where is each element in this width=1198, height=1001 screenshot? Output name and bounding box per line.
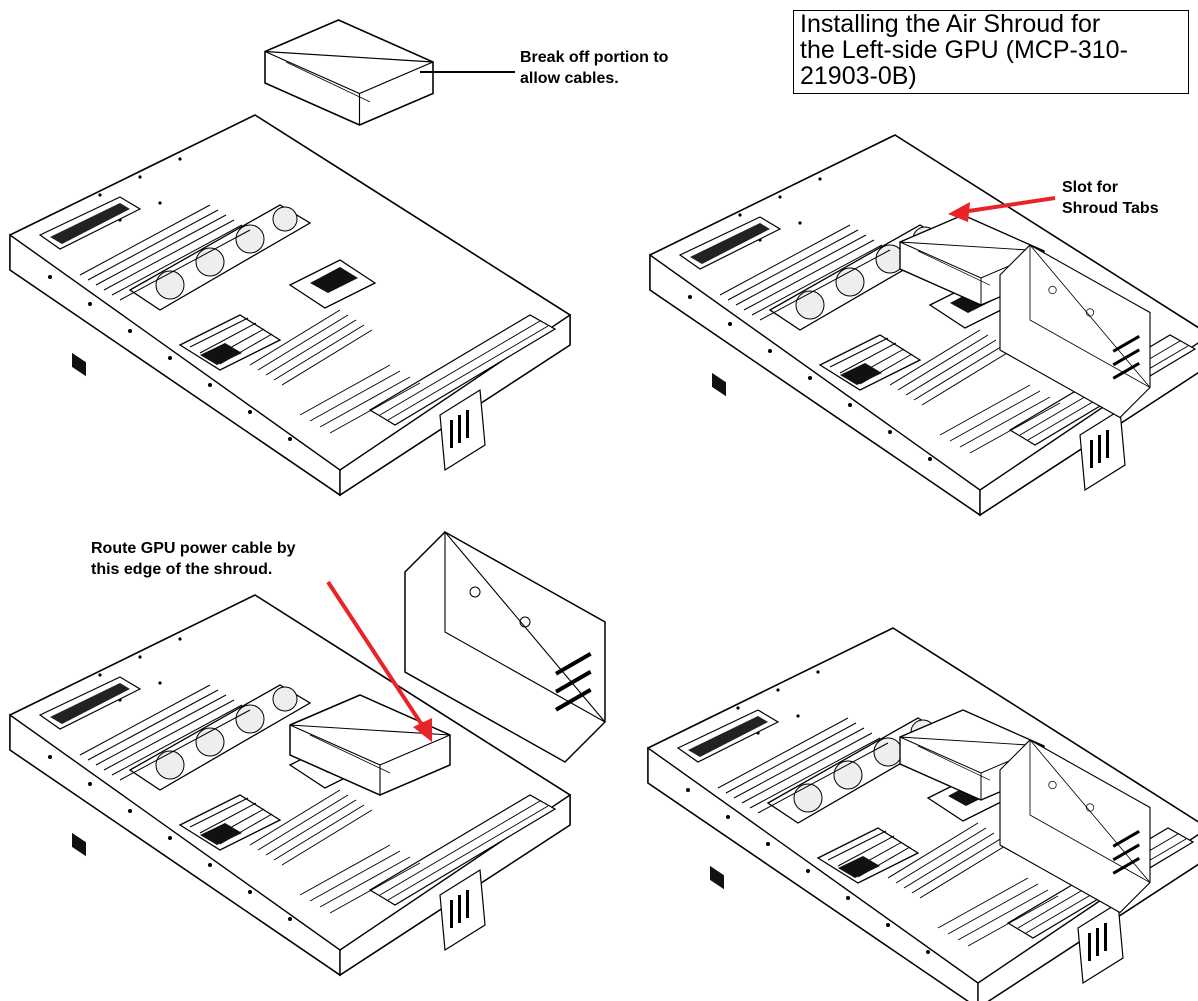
diagram-title: Installing the Air Shroud for the Left-s… <box>793 10 1189 94</box>
slot-callout: Slot for Shroud Tabs <box>1062 177 1159 219</box>
break-off-callout-line-1: Break off portion to <box>520 49 669 66</box>
break-off-callout-line-2: allow cables. <box>520 70 619 87</box>
chassis-top-left <box>9 114 571 496</box>
title-line-3: 21903-0B) <box>800 62 917 90</box>
slot-callout-line-1: Slot for <box>1062 179 1118 196</box>
route-callout-line-1: Route GPU power cable by <box>91 540 296 557</box>
slot-callout-line-2: Shroud Tabs <box>1062 200 1159 217</box>
route-callout-line-2: this edge of the shroud. <box>91 561 273 578</box>
route-callout: Route GPU power cable by this edge of th… <box>91 538 295 580</box>
slot-arrow <box>948 196 1056 222</box>
route-arrow <box>326 580 432 742</box>
title-line-1: Installing the Air Shroud for <box>800 10 1101 38</box>
title-line-2: the Left-side GPU (MCP-310- <box>800 36 1128 64</box>
break-off-callout: Break off portion to allow cables. <box>520 47 668 89</box>
air-shroud-part <box>264 19 434 126</box>
